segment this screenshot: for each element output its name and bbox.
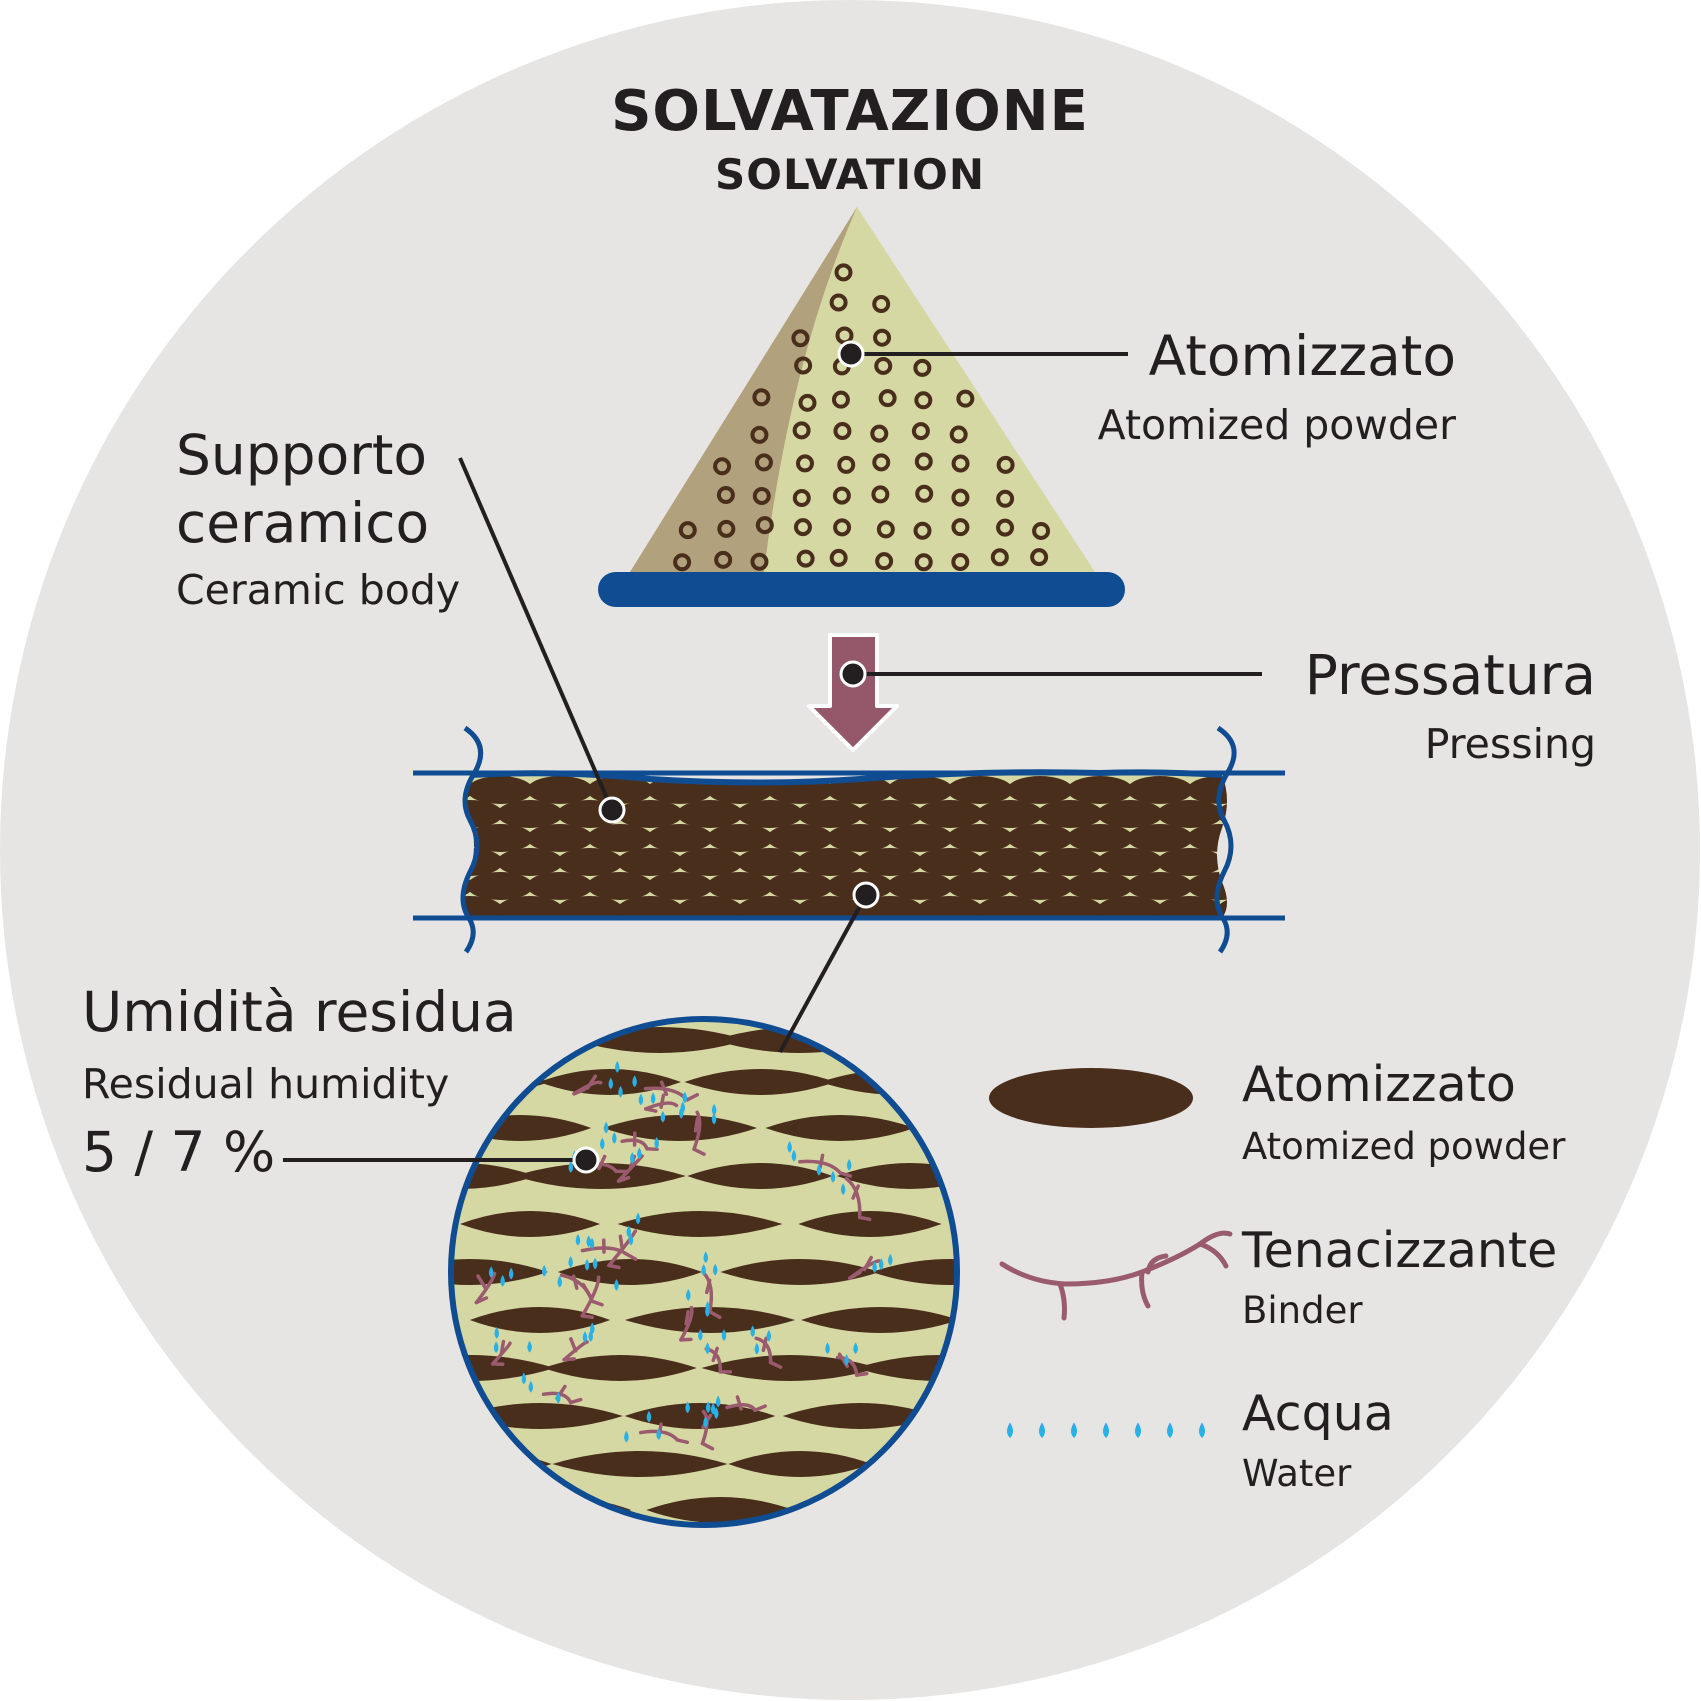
zoom-detail-circle: [448, 1016, 960, 1528]
callout-dot-humidity: [572, 1146, 600, 1174]
page-title: SOLVATAZIONE: [611, 79, 1089, 144]
binder-branch-icon: [999, 1230, 1233, 1321]
label-powder-it: Atomizzato: [1148, 324, 1456, 388]
leader-ceramic-body: [458, 457, 614, 811]
slab-right-break: [1214, 725, 1237, 954]
label-body-it-line2: ceramico: [176, 491, 430, 555]
label-humidity-en: Residual humidity: [82, 1060, 450, 1108]
powder-pile-shadow: [630, 207, 857, 572]
callout-dot-pressing: [839, 660, 867, 688]
water-drops-icon: [1007, 1422, 1205, 1438]
label-pressing-en: Pressing: [1424, 720, 1596, 768]
label-powder-en: Atomized powder: [1097, 401, 1456, 449]
label-humidity-it: Umidità residua: [82, 980, 517, 1044]
legend-binder-it: Tenacizzante: [1242, 1222, 1558, 1279]
legend-powder-en: Atomized powder: [1242, 1125, 1566, 1168]
callout-dot-slab-zoom: [852, 881, 880, 909]
legend-water-en: Water: [1242, 1452, 1352, 1495]
label-pressing-it: Pressatura: [1304, 643, 1596, 707]
leader-zoom: [778, 894, 868, 1053]
callout-dot-powder: [837, 340, 865, 368]
pressing-arrow-icon: [807, 633, 899, 752]
legend-water-it: Acqua: [1242, 1385, 1394, 1442]
label-body-en: Ceramic body: [176, 566, 461, 614]
page-subtitle: SOLVATION: [715, 150, 985, 199]
callout-dot-ceramic-body: [598, 796, 626, 824]
humidity-value: 5 / 7 %: [82, 1120, 276, 1184]
powder-pile: [630, 207, 1095, 572]
legend-binder-en: Binder: [1242, 1289, 1363, 1332]
legend-powder-it: Atomizzato: [1242, 1056, 1516, 1113]
ellipse-grain-icon: [989, 1068, 1193, 1128]
slab-left-break: [460, 725, 484, 954]
label-body-it-line1: Supporto: [176, 423, 428, 487]
press-plate: [598, 572, 1125, 607]
